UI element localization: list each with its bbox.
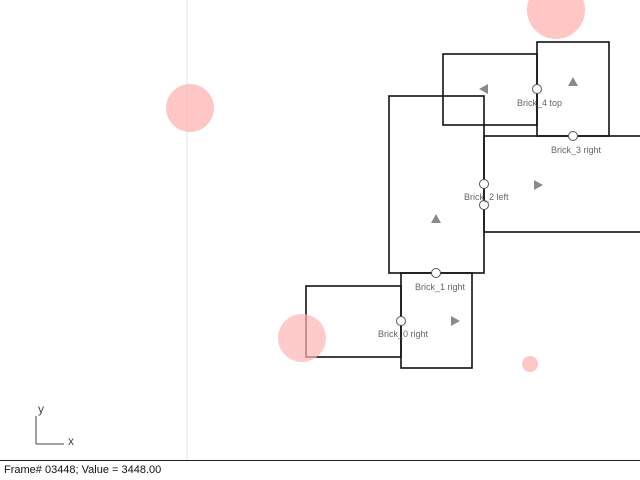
status-text: Frame# 03448; Value = 3448.00	[4, 464, 162, 476]
joint-brick-2-left-lower	[479, 200, 489, 210]
joint-brick-0-right	[396, 316, 406, 326]
status-bar: Frame# 03448; Value = 3448.00	[0, 460, 640, 480]
joint-brick-3-right	[568, 131, 578, 141]
up-arrow-marker-brick-4	[568, 77, 578, 86]
right-arrow-marker-brick-1	[451, 316, 460, 326]
target-circle-top	[527, 0, 585, 39]
brick-2-label: Brick_2 left	[464, 192, 509, 202]
brick-0-label: Brick_0 right	[378, 329, 429, 339]
brick-3-label: Brick_3 right	[551, 145, 602, 155]
scene-canvas: Brick_4 top Brick_3 right Brick_2 left B…	[35, 0, 640, 460]
brick-4-upper-part	[442, 53, 538, 126]
simulation-viewport: Brick_4 top Brick_3 right Brick_2 left B…	[35, 0, 640, 460]
joint-brick-1-right	[431, 268, 441, 278]
target-circle-small	[522, 356, 538, 372]
brick-1-label: Brick_1 right	[415, 282, 466, 292]
brick-4	[536, 41, 610, 137]
brick-4-label: Brick_4 top	[517, 98, 562, 108]
left-arrow-marker	[479, 84, 488, 94]
up-arrow-marker-brick-2	[431, 214, 441, 223]
joint-brick-2-left-upper	[479, 179, 489, 189]
right-arrow-marker-brick-3	[534, 180, 543, 190]
x-axis-label: x	[68, 434, 74, 448]
brick-2	[388, 95, 485, 274]
y-axis-label: y	[38, 402, 44, 416]
joint-brick-4-top	[532, 84, 542, 94]
target-circle-left	[166, 84, 214, 132]
target-circle-bottom	[278, 314, 326, 362]
